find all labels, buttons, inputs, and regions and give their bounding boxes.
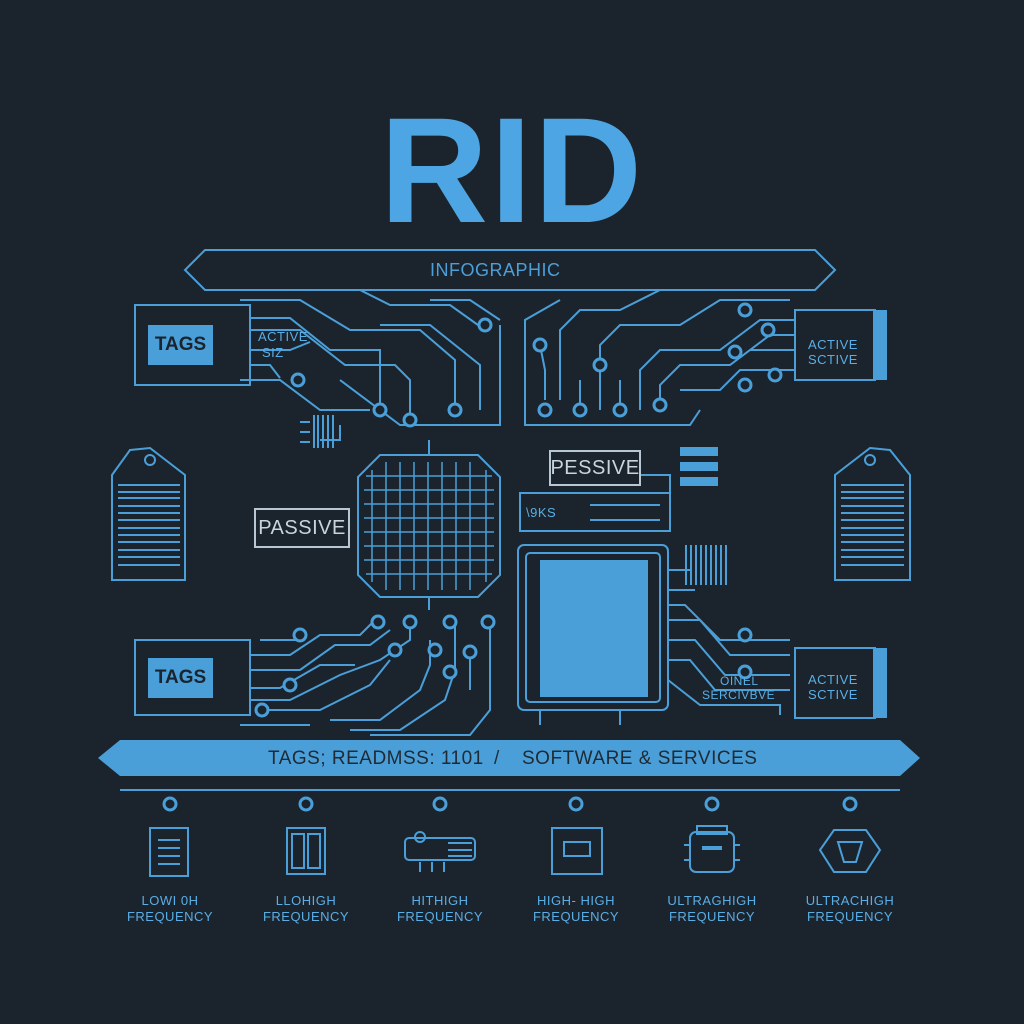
frequency-line2: FREQUENCY bbox=[126, 909, 214, 925]
frequency-line2: FREQUENCY bbox=[532, 909, 620, 925]
trace-tr-3 bbox=[599, 299, 790, 410]
page-title: RID bbox=[379, 86, 645, 254]
active-right-top-line2: SCTIVE bbox=[808, 352, 858, 367]
barcode-connector bbox=[320, 425, 341, 441]
frequency-line1: HIGH- HIGH bbox=[537, 893, 615, 908]
bottom-band-separator: / bbox=[494, 748, 500, 769]
trace-tl-9 bbox=[380, 324, 481, 410]
trace-bl-1 bbox=[250, 619, 376, 656]
trace-bl-3 bbox=[250, 664, 355, 689]
trace-tl-6 bbox=[250, 364, 281, 379]
trace-tl-1 bbox=[250, 317, 381, 410]
document-icon bbox=[149, 827, 189, 877]
bottom-band-left: TAGS; READMSS: 1101 bbox=[268, 748, 484, 769]
frequency-line2: FREQUENCY bbox=[668, 909, 756, 925]
trace-tr-8 bbox=[539, 344, 546, 400]
banner-label: INFOGRAPHIC bbox=[430, 260, 561, 280]
trace-bl-2 bbox=[250, 629, 391, 671]
trace-tr-4 bbox=[559, 289, 730, 400]
service-small-line1: OINEL bbox=[720, 674, 759, 688]
trace-tl-3 bbox=[240, 299, 456, 410]
tag-right-bar-top bbox=[873, 310, 887, 380]
trace-tr-6 bbox=[680, 369, 795, 391]
trace-tl-10 bbox=[430, 299, 501, 321]
frequency-line2: FREQUENCY bbox=[262, 909, 350, 925]
tag-box-top-left bbox=[134, 304, 251, 386]
trace-tl-5 bbox=[250, 341, 311, 351]
trace-bl-8 bbox=[370, 625, 491, 736]
chip-grid bbox=[364, 462, 494, 590]
frequency-line2: FREQUENCY bbox=[396, 909, 484, 925]
trace-tl-8 bbox=[339, 325, 501, 426]
trace-tr-1 bbox=[639, 319, 795, 410]
trace-bl-7 bbox=[350, 620, 456, 731]
frequency-line1: ULTRAGHIGH bbox=[667, 893, 757, 908]
passive-label-left: PASSIVE bbox=[254, 508, 350, 548]
square-card-icon bbox=[551, 827, 603, 875]
processor-screen bbox=[540, 560, 648, 697]
size-small-label: SIZ bbox=[262, 345, 284, 360]
tag-right-bar-bottom bbox=[873, 648, 887, 718]
chip-code-label: \9KS bbox=[526, 505, 557, 520]
trace-bl-4 bbox=[250, 625, 411, 701]
frequency-line2: FREQUENCY bbox=[806, 909, 894, 925]
frequency-line1: ULTRACHIGH bbox=[805, 893, 895, 908]
reader-panel-icon bbox=[286, 827, 326, 875]
active-right-bottom-line1: ACTIVE bbox=[808, 672, 858, 687]
tag-box-bottom-left bbox=[134, 639, 251, 716]
chip-code-box bbox=[519, 492, 671, 532]
trace-tl-4 bbox=[300, 289, 486, 331]
frequency-item: LLOHIGH FREQUENCY bbox=[246, 893, 366, 926]
trace-bl-5 bbox=[265, 659, 391, 711]
reader-module-icon bbox=[684, 825, 740, 873]
active-small-label: ACTIVE bbox=[258, 329, 308, 344]
hexagon-tag-icon bbox=[818, 829, 882, 873]
frequency-line1: LOWI 0H bbox=[141, 893, 199, 908]
frequency-line1: HITHIGH bbox=[411, 893, 469, 908]
frequency-item: ULTRAGHIGH FREQUENCY bbox=[652, 893, 772, 926]
trace-tr-2 bbox=[659, 334, 795, 405]
service-small-line2: SERCIVBVE bbox=[702, 688, 776, 702]
grid-chip-outline bbox=[357, 454, 501, 598]
passive-label-right: PESSIVE bbox=[549, 450, 641, 486]
trace-bl-6 bbox=[330, 640, 431, 721]
active-right-top-line1: ACTIVE bbox=[808, 337, 858, 352]
active-right-bottom-line2: SCTIVE bbox=[808, 687, 858, 702]
tags-label-bottom: TAGS bbox=[148, 658, 213, 698]
frequency-line1: LLOHIGH bbox=[275, 893, 337, 908]
frequency-item: LOWI 0H FREQUENCY bbox=[110, 893, 230, 926]
bottom-band bbox=[98, 740, 920, 776]
left-luggage-tag bbox=[111, 446, 186, 581]
trace-tl-7 bbox=[240, 379, 370, 411]
frequency-item: ULTRACHIGH FREQUENCY bbox=[790, 893, 910, 926]
trace-tl-2 bbox=[250, 329, 411, 420]
bottom-band-right: SOFTWARE & SERVICES bbox=[522, 748, 758, 769]
frequency-item: HITHIGH FREQUENCY bbox=[380, 893, 500, 926]
tags-label-top: TAGS bbox=[148, 325, 213, 365]
scanner-device-icon bbox=[404, 831, 476, 872]
banner-outline bbox=[183, 249, 837, 291]
frequency-item: HIGH- HIGH FREQUENCY bbox=[516, 893, 636, 926]
right-luggage-tag bbox=[834, 446, 911, 581]
trace-tr-7 bbox=[524, 299, 701, 426]
barcodes bbox=[118, 415, 904, 585]
processor-frame bbox=[517, 544, 669, 711]
